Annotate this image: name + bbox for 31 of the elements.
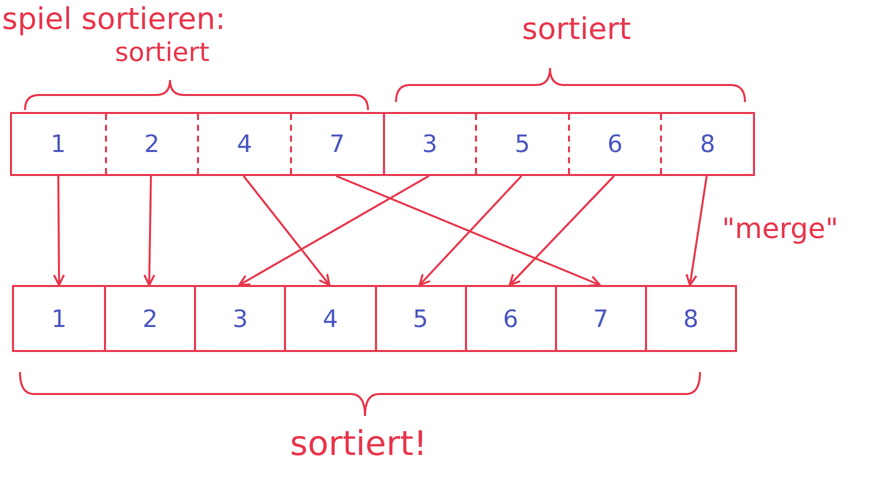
array-value: 6	[503, 304, 518, 332]
array-value: 5	[412, 304, 428, 332]
arrow	[143, 176, 156, 286]
brace-label: sortiert!	[290, 424, 428, 464]
array-value: 6	[607, 130, 623, 158]
array-value: 3	[422, 130, 438, 158]
array-value: 1	[51, 304, 67, 332]
array-value: 5	[514, 130, 530, 158]
arrow	[418, 175, 522, 286]
annotation: "merge"	[722, 212, 838, 245]
array-box	[10, 112, 755, 176]
array-box	[12, 285, 737, 352]
arrow	[508, 175, 615, 286]
array-value: 7	[330, 130, 345, 158]
heading: spiel sortieren:	[2, 2, 226, 37]
arrow	[238, 175, 430, 286]
array-value: 1	[50, 130, 66, 158]
brace-label: sortiert	[115, 38, 210, 68]
array-value: 4	[322, 304, 338, 332]
brace-label: sortiert	[522, 12, 631, 47]
arrow	[336, 175, 601, 287]
array-value: 2	[144, 130, 160, 158]
arrow	[242, 175, 330, 286]
array-value: 3	[232, 304, 248, 332]
arrow	[686, 176, 708, 286]
array-value: 8	[700, 130, 716, 158]
array-value: 7	[593, 304, 608, 332]
array-value: 8	[683, 304, 699, 332]
array-value: 4	[236, 130, 252, 158]
arrow	[53, 176, 65, 286]
array-value: 2	[142, 304, 158, 332]
